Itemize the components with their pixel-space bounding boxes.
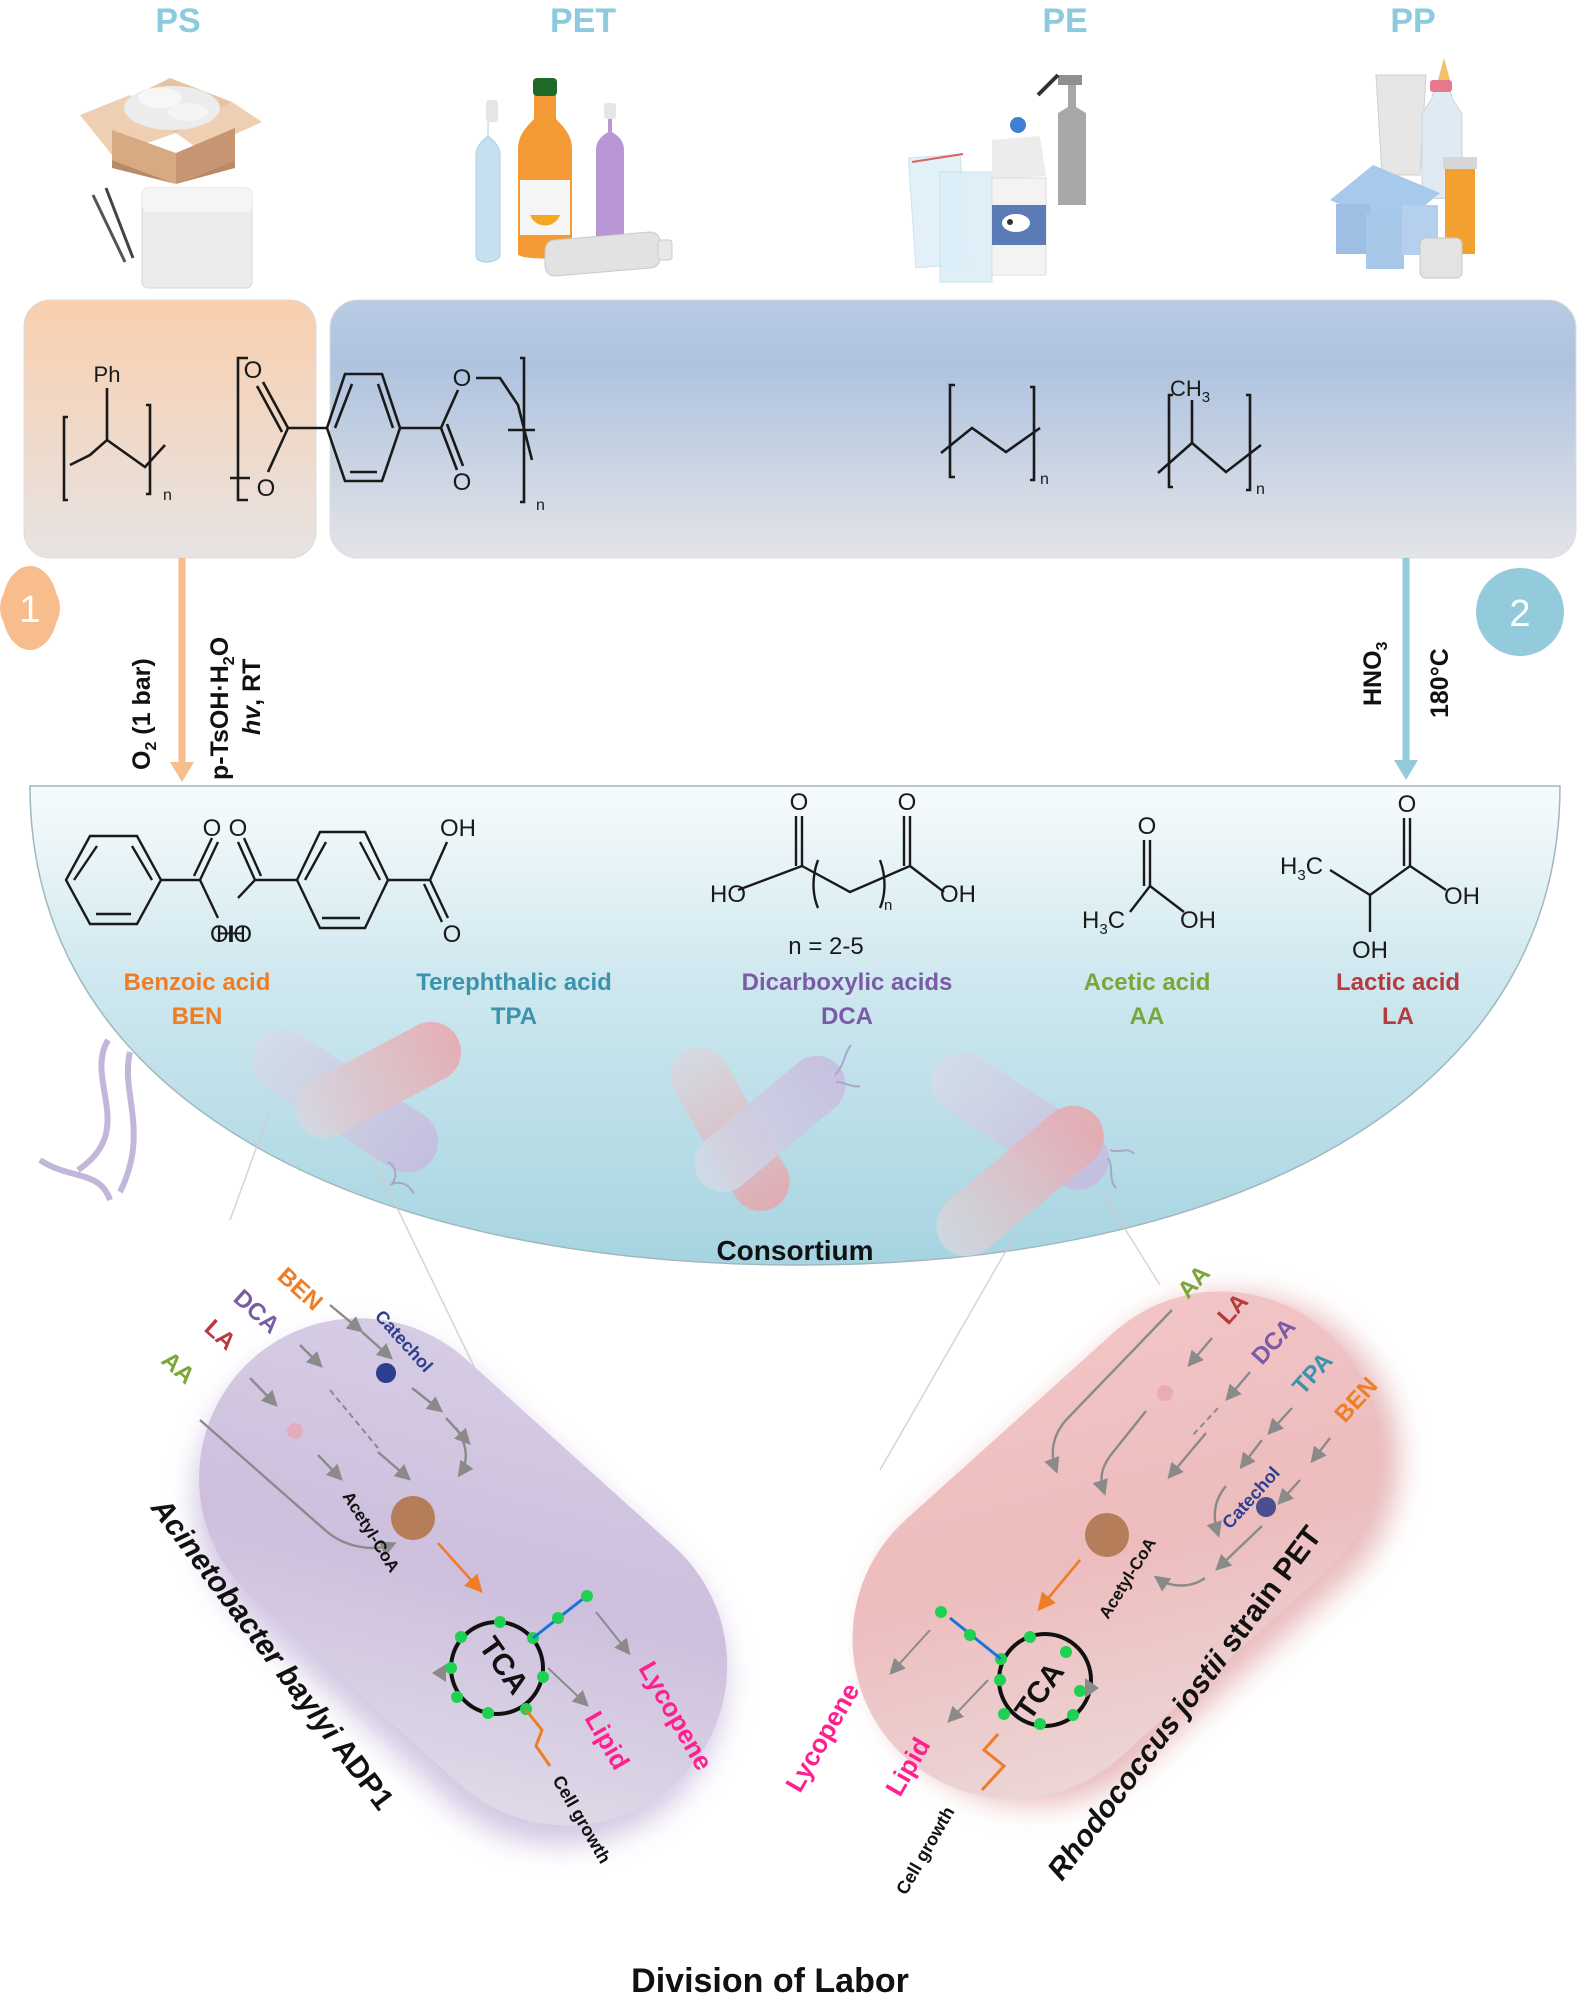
rhodo-pyruvate-node xyxy=(1157,1385,1173,1401)
ps-polymer-panel xyxy=(23,299,317,559)
pet-pe-pp-polymer-panel xyxy=(329,299,1577,559)
monomer-abbr-la: LA xyxy=(1382,1003,1414,1030)
tpa-o-2: O xyxy=(443,921,462,948)
monomer-name-aa: Acetic acid xyxy=(1084,969,1211,996)
rhodo-catechol-node xyxy=(1256,1497,1276,1517)
rhodo-cell-growth: Cell growth xyxy=(892,1803,958,1898)
monomer-name-ben: Benzoic acid xyxy=(124,969,271,996)
tpa-oh: OH xyxy=(440,815,476,842)
dca-o-2: O xyxy=(898,789,917,816)
monomer-abbr-ben: BEN xyxy=(172,1003,223,1030)
ps-substituent: Ph xyxy=(94,362,121,387)
aa-oh: OH xyxy=(1180,907,1216,934)
consortium-label: Consortium xyxy=(716,1235,873,1266)
pet-structure xyxy=(230,356,535,504)
dca-n: n xyxy=(884,897,892,914)
monomer-abbr-aa: AA xyxy=(1130,1003,1165,1030)
acin-acetyl-coa-node xyxy=(391,1496,435,1540)
monomer-name-tpa: Terephthalic acid xyxy=(416,969,612,996)
acetic-acid-structure xyxy=(1129,840,1185,913)
monomer-name-la: Lactic acid xyxy=(1336,969,1460,996)
la-o: O xyxy=(1398,791,1417,818)
monomer-atom-labels: O OH O HO OH O O O HO OH n n = 2-5 O H3C… xyxy=(203,789,1480,964)
plastic-type-titles: PS PET PE PP xyxy=(155,2,1435,40)
pet-bottles-illustration xyxy=(475,78,673,277)
dca-n-range: n = 2-5 xyxy=(788,933,863,960)
pet-oxygen-labels: O O O O xyxy=(244,357,472,502)
benzoic-acid-structure xyxy=(64,834,220,926)
acin-catechol-node xyxy=(376,1363,396,1383)
monomer-name-dca: Dicarboxylic acids xyxy=(742,969,953,996)
tpa-o-1: O xyxy=(229,815,248,842)
pet-o-2: O xyxy=(257,475,276,502)
bacterium-4 xyxy=(694,1055,846,1193)
route-1-condition-2: p-TsOH·H2O xyxy=(206,637,238,780)
route-2-badge xyxy=(1476,568,1564,656)
route-2: 2 HNO3 180°C xyxy=(1359,558,1564,780)
title-pp: PP xyxy=(1390,2,1435,40)
monomer-abbr-dca: DCA xyxy=(821,1003,873,1030)
pet-o-1: O xyxy=(244,357,263,384)
bacterium-6 xyxy=(936,1105,1104,1257)
acin-substrate-ben: BEN xyxy=(272,1262,328,1316)
acin-substrate-aa: AA xyxy=(156,1346,200,1389)
ben-o: O xyxy=(203,815,222,842)
consortium-bacteria xyxy=(251,1021,1135,1257)
la-oh-2: OH xyxy=(1352,937,1388,964)
route-2-condition-2: 180°C xyxy=(1426,648,1454,718)
route-1: 1 O2 (1 bar) p-TsOH·H2O hv, RT xyxy=(0,558,266,782)
dicarboxylic-acid-structure xyxy=(737,816,945,909)
dca-ho: HO xyxy=(710,881,746,908)
route-2-number: 2 xyxy=(1509,593,1530,635)
polystyrene-products-illustration xyxy=(80,78,262,289)
polypropylene-structure xyxy=(1157,393,1262,492)
pet-o-4: O xyxy=(453,469,472,496)
pet-repeat-n: n xyxy=(536,497,545,514)
title-ps: PS xyxy=(155,2,200,40)
title-pet: PET xyxy=(550,2,616,40)
route-1-condition-3: hv, RT xyxy=(238,659,266,735)
polyethylene-structure xyxy=(940,383,1041,482)
tpa-ho: HO xyxy=(216,921,252,948)
ps-repeat-n: n xyxy=(163,487,172,504)
route-2-condition-1: HNO3 xyxy=(1359,641,1391,706)
dca-oh: OH xyxy=(940,881,976,908)
acin-pyruvate-node xyxy=(287,1423,303,1439)
aa-h3c: H3C xyxy=(1082,907,1125,938)
pet-o-3: O xyxy=(453,365,472,392)
acin-substrate-la: LA xyxy=(199,1314,241,1355)
ben-oh: OH xyxy=(210,921,246,948)
rhodo-product-lycopene: Lycopene xyxy=(779,1678,865,1797)
rhodo-acetyl-coa-node xyxy=(1085,1513,1129,1557)
route-1-condition-1: O2 (1 bar) xyxy=(128,658,160,770)
terephthalic-acid-structure xyxy=(236,830,450,930)
la-oh: OH xyxy=(1444,883,1480,910)
title-pe: PE xyxy=(1042,2,1087,40)
acin-tca-dots xyxy=(445,1616,549,1719)
aa-o: O xyxy=(1138,813,1157,840)
monomer-structures xyxy=(64,816,1447,932)
lactic-acid-structure xyxy=(1329,818,1447,932)
monomer-abbr-tpa: TPA xyxy=(491,1003,537,1030)
polystyrene-structure xyxy=(62,388,166,502)
pp-products-illustration xyxy=(1330,58,1477,279)
route-1-number: 1 xyxy=(19,589,40,631)
dca-o-1: O xyxy=(790,789,809,816)
bacterium-2 xyxy=(295,1021,461,1139)
pp-substituent: CH3 xyxy=(1170,376,1210,406)
division-of-labor-title: Division of Labor xyxy=(631,1962,909,2000)
monomer-names: Benzoic acid BEN Terephthalic acid TPA D… xyxy=(124,969,1460,1030)
pp-repeat-n: n xyxy=(1256,481,1265,498)
pe-products-illustration xyxy=(907,73,1086,283)
la-h3c: H3C xyxy=(1280,853,1323,884)
pe-repeat-n: n xyxy=(1040,471,1049,488)
